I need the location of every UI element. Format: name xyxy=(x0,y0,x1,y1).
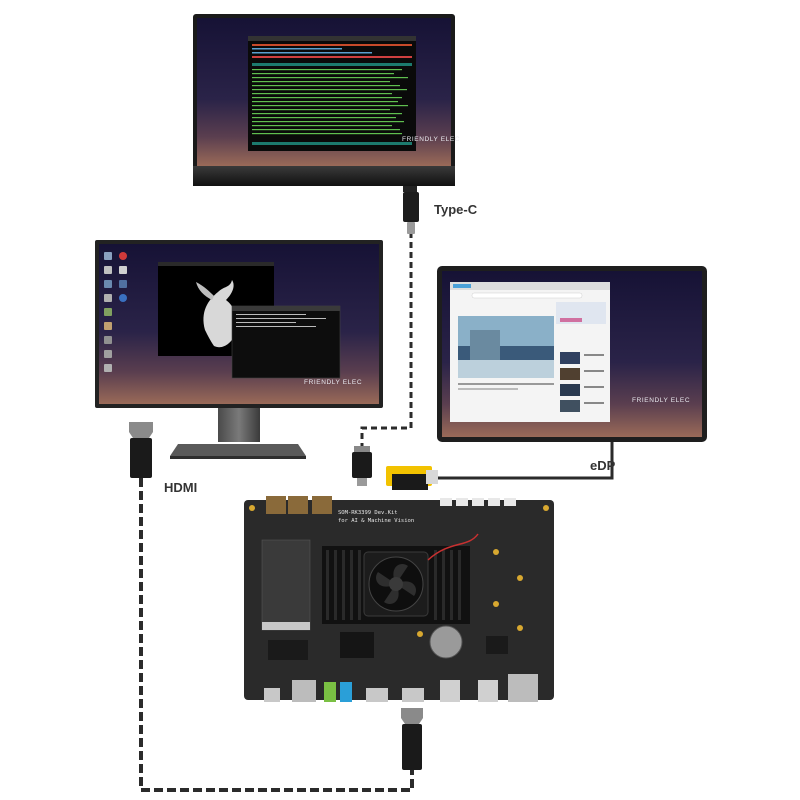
fan-icon xyxy=(363,551,429,617)
edp-tablet-brand: FRIENDLY ELEC xyxy=(632,397,690,404)
hdmi-plug-icon xyxy=(129,422,153,478)
board-silkscreen-subtitle: for AI & Machine Vision xyxy=(338,518,414,524)
desktop-icons xyxy=(104,252,127,372)
type-c-label: Type-C xyxy=(434,202,478,217)
edp-tablet: FRIENDLY ELEC xyxy=(437,266,707,442)
usb-c-port xyxy=(264,688,280,702)
browser-window xyxy=(450,282,610,422)
type-c-cable xyxy=(360,232,413,448)
edp-cable xyxy=(438,442,614,480)
ethernet-port-right xyxy=(508,674,538,702)
terminal-lines xyxy=(252,69,408,135)
left-monitor-brand: FRIENDLY ELEC xyxy=(304,379,362,386)
left-monitor: FRIENDLY ELEC xyxy=(95,240,383,459)
edp-label: eDP xyxy=(590,458,616,473)
hdmi-label: HDMI xyxy=(164,480,197,495)
m2-slot xyxy=(261,539,311,631)
mounting-holes xyxy=(249,505,549,637)
audio-jack-green xyxy=(324,682,336,702)
board-silkscreen-title: SOM-RK3399 Dev.Kit xyxy=(338,510,398,516)
terminal-window xyxy=(248,36,416,151)
hdmi-plug-board-icon xyxy=(401,708,423,770)
dev-board: SOM-RK3399 Dev.Kit for AI & Machine Visi… xyxy=(244,496,554,702)
edp-connector-icon xyxy=(386,466,438,490)
cables xyxy=(139,232,614,792)
left-monitor-stand-neck xyxy=(218,408,260,442)
bottom-ports xyxy=(264,674,538,702)
dragon-model xyxy=(203,280,238,348)
video-thumbnails xyxy=(560,352,604,412)
type-c-plug-icon xyxy=(403,192,419,234)
type-c-plug-board-icon xyxy=(352,446,372,486)
fan-wire xyxy=(427,533,479,561)
audio-jack-blue xyxy=(340,682,352,702)
usb-port-2 xyxy=(478,680,498,702)
coin-battery xyxy=(429,625,463,659)
top-monitor-brand: FRIENDLY ELEC xyxy=(402,136,460,143)
top-monitor-chin xyxy=(193,166,455,186)
hdmi-port-2 xyxy=(402,688,424,702)
top-monitor: FRIENDLY ELEC xyxy=(193,14,460,192)
hdmi-port-1 xyxy=(366,688,388,702)
usb-port-1 xyxy=(440,680,460,702)
left-terminal-window xyxy=(231,305,341,379)
left-monitor-stand-base xyxy=(170,444,306,456)
ethernet-port-left xyxy=(292,680,316,702)
hdmi-cable xyxy=(139,478,414,792)
top-edge-connectors xyxy=(266,496,516,514)
